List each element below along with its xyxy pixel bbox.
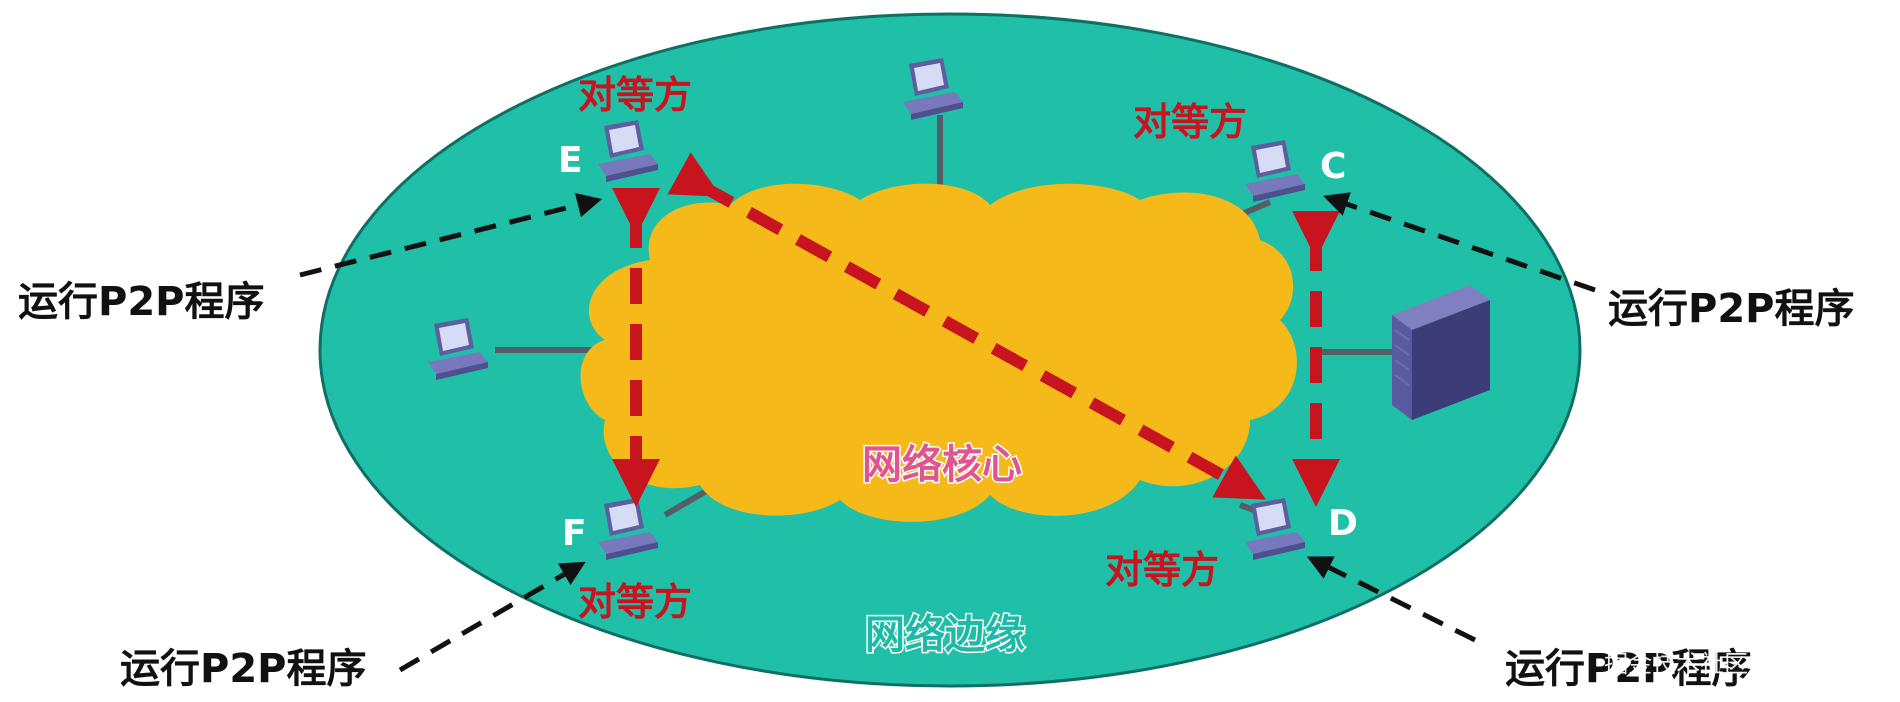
peer-label-d: 对等方 [1105, 548, 1219, 592]
host-label-d: D [1328, 503, 1358, 544]
watermark: 掘金技术社区 @ web小张 [1604, 650, 1885, 678]
callout-arrows [299, 192, 1596, 673]
peer-label-c: 对等方 [1133, 100, 1247, 144]
p2p-arrows [612, 152, 1340, 507]
network-edge-label: 网络边缘 [865, 612, 1025, 658]
host-label-c: C [1320, 146, 1346, 187]
network-core-label: 网络核心 [862, 442, 1022, 488]
peer-label-f: 对等方 [578, 580, 692, 624]
server-icon [1392, 285, 1490, 420]
run-p2p-label-left-bottom: 运行P2P程序 [120, 646, 366, 692]
peer-label-e: 对等方 [578, 73, 692, 117]
run-p2p-label-left-top: 运行P2P程序 [18, 279, 264, 325]
host-label-f: F [562, 513, 587, 554]
host-label-e: E [558, 140, 583, 181]
run-p2p-label-right-top: 运行P2P程序 [1608, 286, 1854, 332]
arrow-e-d [667, 152, 1266, 500]
run-p2p-label-right-bottom: 运行P2P程序 [1505, 646, 1751, 692]
